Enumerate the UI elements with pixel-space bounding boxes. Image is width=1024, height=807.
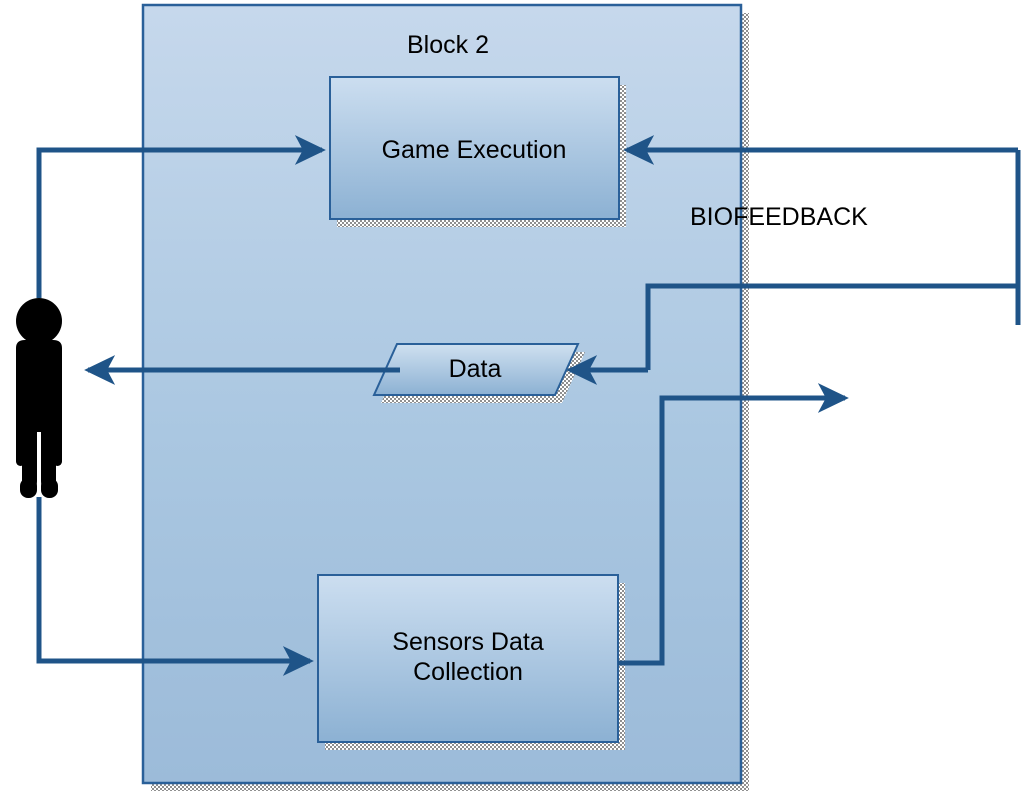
connector-biofeedback-branch-to-data bbox=[645, 283, 1018, 370]
sensors-data-collection-node[interactable] bbox=[317, 574, 625, 750]
connector-person-to-game-execution bbox=[36, 135, 326, 298]
connector-sensors-to-external bbox=[618, 383, 849, 666]
connector-person-to-sensors bbox=[36, 497, 314, 676]
data-node[interactable] bbox=[372, 343, 585, 403]
person-icon bbox=[16, 298, 62, 498]
game-execution-node[interactable] bbox=[329, 76, 626, 227]
